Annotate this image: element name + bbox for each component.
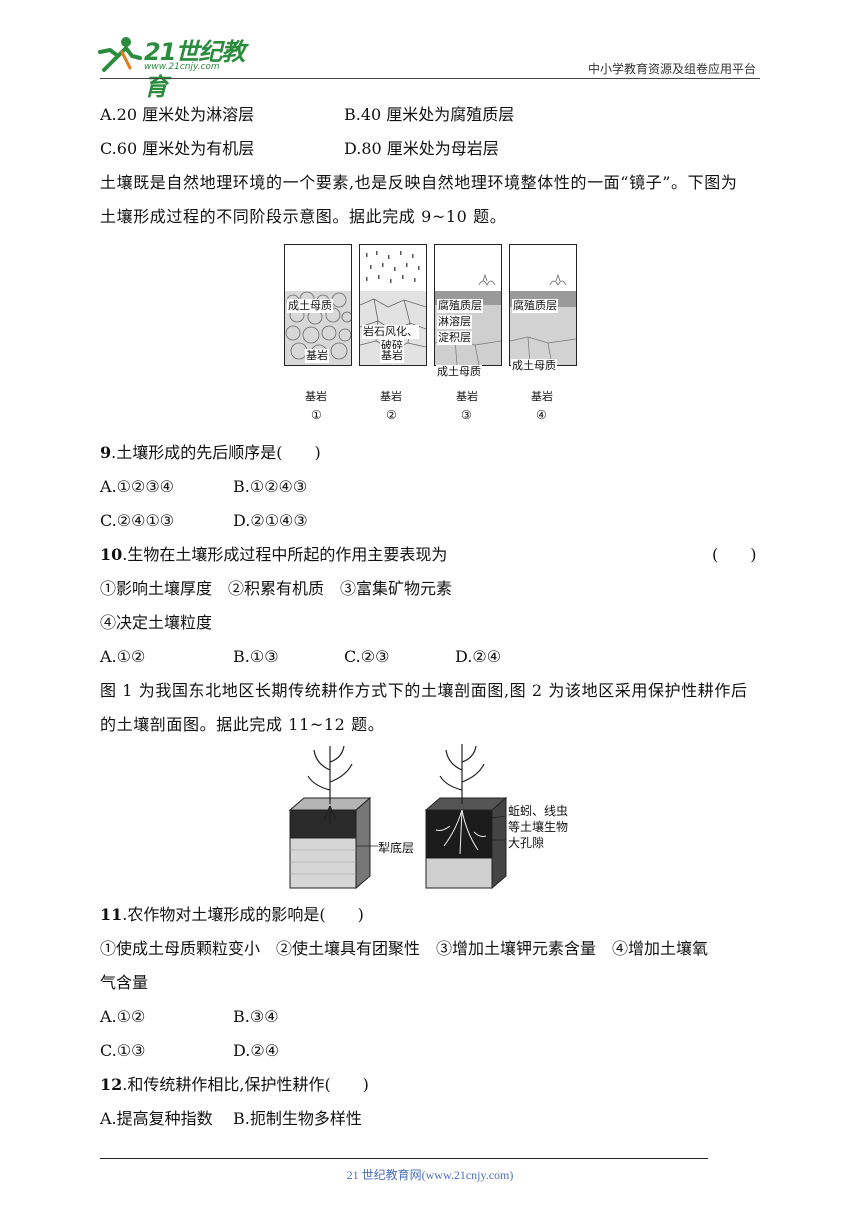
question-stem: .农作物对土壤形成的影响是( ) — [122, 905, 364, 924]
soil-column-1: 成土母质 基岩 — [284, 244, 352, 366]
layer-label: 腐殖质层 — [512, 299, 558, 313]
option-b: B.40 厘米处为腐殖质层 — [344, 105, 515, 124]
question-11: 11.农作物对土壤形成的影响是( ) — [100, 904, 364, 926]
q10-items: ④决定土壤粒度 — [100, 613, 213, 632]
soil-column-3: 腐殖质层 淋溶层 淀积层 — [434, 244, 502, 366]
logo-url: www.21cnjy.com — [144, 62, 220, 72]
question-10: 10.生物在土壤形成过程中所起的作用主要表现为 — [100, 544, 447, 566]
macropore-label: 大孔隙 — [508, 836, 545, 850]
soil-organism-label: 蚯蚓、线虫 — [508, 804, 569, 818]
bedrock-label: 基岩 — [379, 390, 403, 404]
figure-number: ④ — [536, 408, 547, 422]
q11-option-c: C.①③ — [100, 1041, 146, 1060]
q11-option-a: A.①② — [100, 1007, 146, 1026]
intro-paragraph-line: 图 1 为我国东北地区长期传统耕作方式下的土壤剖面图,图 2 为该地区采用保护性… — [100, 681, 748, 700]
question-12: 12.和传统耕作相比,保护性耕作( ) — [100, 1074, 369, 1096]
question-number: 11 — [100, 905, 123, 924]
q10-option-a: A.①② — [100, 647, 146, 666]
soil-profile-drawing — [288, 744, 508, 890]
bedrock-label: 基岩 — [455, 390, 479, 404]
q12-option-a: A.提高复种指数 — [100, 1109, 213, 1128]
q11-items: 气含量 — [100, 973, 149, 992]
bedrock-label: 基岩 — [305, 349, 329, 363]
question-stem: .土壤形成的先后顺序是( ) — [111, 443, 321, 462]
q10-option-b: B.①③ — [233, 647, 279, 666]
soil-organism-label: 等土壤生物 — [508, 820, 569, 834]
q11-option-d: D.②④ — [233, 1041, 280, 1060]
runner-icon — [98, 37, 142, 72]
q10-items: ①影响土壤厚度 ②积累有机质 ③富集矿物元素 — [100, 579, 453, 598]
header-divider — [100, 78, 760, 79]
q9-option-c: C.②④①③ — [100, 511, 175, 530]
layer-label: 岩石风化、 — [362, 325, 419, 339]
layer-label: 腐殖质层 — [437, 299, 483, 313]
q10-option-d: D.②④ — [455, 647, 502, 666]
figure-number: ① — [311, 408, 322, 422]
q9-option-a: A.①②③④ — [100, 477, 175, 496]
layer-label: 成土母质 — [287, 299, 333, 313]
question-9: 9.土壤形成的先后顺序是( ) — [100, 442, 321, 464]
option-a: A.20 厘米处为淋溶层 — [100, 105, 255, 124]
layer-label: 淀积层 — [437, 331, 472, 345]
bedrock-label: 基岩 — [530, 390, 554, 404]
q12-option-b: B.扼制生物多样性 — [233, 1109, 362, 1128]
q10-option-c: C.②③ — [344, 647, 390, 666]
bedrock-label: 基岩 — [304, 390, 328, 404]
platform-name: 中小学教育资源及组卷应用平台 — [587, 62, 756, 76]
question-stem: .生物在土壤形成过程中所起的作用主要表现为 — [122, 545, 448, 564]
logo-text: 21世纪教育 — [144, 38, 245, 101]
intro-paragraph-line: 土壤形成过程的不同阶段示意图。据此完成 9~10 题。 — [100, 207, 507, 226]
answer-paren: ( ) — [712, 545, 757, 564]
layer-label: 淋溶层 — [437, 315, 472, 329]
option-c: C.60 厘米处为有机层 — [100, 139, 255, 158]
q11-items: ①使成土母质颗粒变小 ②使土壤具有团聚性 ③增加土壤钾元素含量 ④增加土壤氧 — [100, 939, 709, 958]
layer-label: 成土母质 — [436, 365, 482, 379]
figure-number: ② — [386, 408, 397, 422]
option-d: D.80 厘米处为母岩层 — [344, 139, 499, 158]
q9-option-b: B.①②④③ — [233, 477, 308, 496]
layer-label: 成土母质 — [511, 359, 557, 373]
bedrock-label: 基岩 — [380, 349, 404, 363]
plow-pan-label: 犁底层 — [378, 841, 415, 855]
q9-option-d: D.②①④③ — [233, 511, 308, 530]
soil-column-4: 腐殖质层 — [509, 244, 577, 366]
figure-number: ③ — [461, 408, 472, 422]
footer-link[interactable]: 21 世纪教育网(www.21cnjy.com) — [346, 1168, 514, 1182]
intro-paragraph-line: 土壤既是自然地理环境的一个要素,也是反映自然地理环境整体性的一面“镜子”。下图为 — [100, 173, 738, 192]
question-stem: .和传统耕作相比,保护性耕作( ) — [122, 1075, 369, 1094]
q11-option-b: B.③④ — [233, 1007, 279, 1026]
intro-paragraph-line: 的土壤剖面图。据此完成 11~12 题。 — [100, 715, 385, 734]
footer-divider — [100, 1158, 708, 1159]
question-number: 10 — [100, 545, 123, 564]
site-logo: 21世纪教育 www.21cnjy.com — [96, 30, 266, 101]
question-number: 12 — [100, 1075, 123, 1094]
soil-column-2: 岩石风化、 破碎 — [359, 244, 427, 366]
question-number: 9 — [100, 443, 112, 462]
